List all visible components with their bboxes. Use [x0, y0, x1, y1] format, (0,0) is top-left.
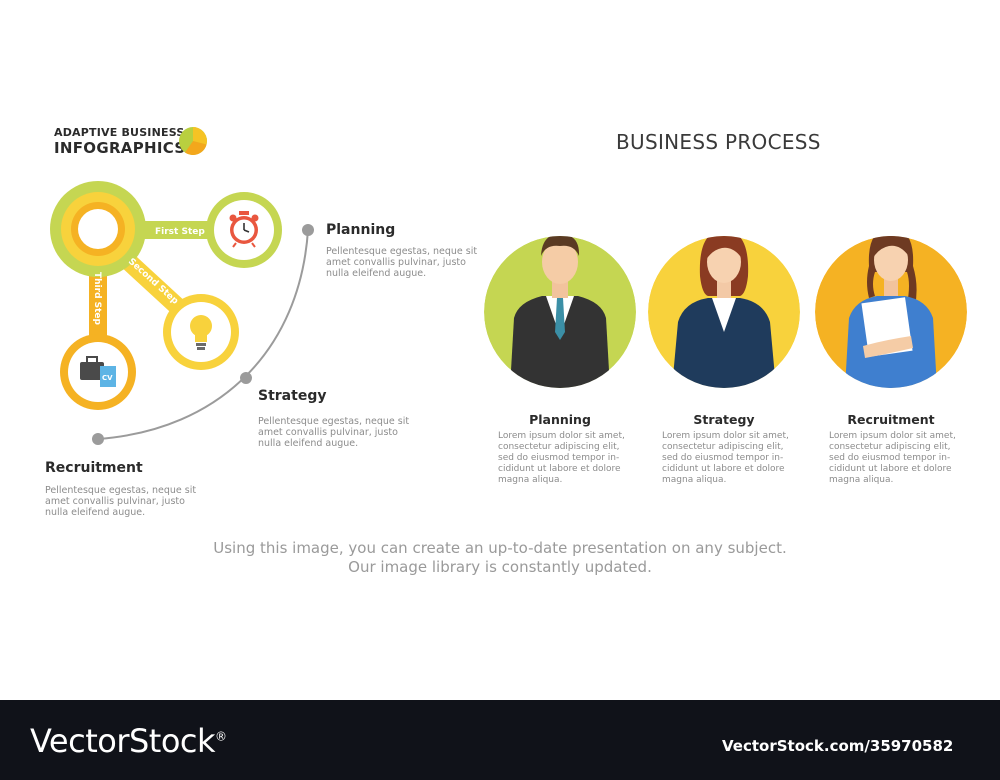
- person-desc-strategy: Lorem ipsum dolor sit amet, consectetur …: [662, 431, 789, 485]
- caption-text: Using this image, you can create an up-t…: [213, 539, 787, 576]
- businesswoman-avatar: [648, 236, 800, 388]
- watermark-bar: [0, 700, 1000, 780]
- timeline-title-planning: Planning: [326, 222, 396, 238]
- timeline-title-recruitment: Recruitment: [45, 460, 143, 476]
- light-bulb-icon: [190, 315, 212, 350]
- central-node-core: [78, 209, 118, 249]
- watermark-registered: ®: [215, 729, 227, 744]
- person-title-planning: Planning: [529, 412, 591, 427]
- page-title: BUSINESS PROCESS: [616, 130, 821, 154]
- person-desc-recruitment: Lorem ipsum dolor sit amet, consectetur …: [829, 431, 956, 485]
- step-diagram: CV First Step Second Step Third Step: [50, 181, 314, 445]
- second-step-label: Second Step: [126, 257, 180, 307]
- timeline-dot-recruitment: [92, 433, 104, 445]
- timeline-desc-planning: Pellentesque egestas, neque sit amet con…: [326, 246, 478, 279]
- timeline-desc-recruitment: Pellentesque egestas, neque sit amet con…: [45, 485, 197, 518]
- svg-text:CV: CV: [102, 374, 113, 382]
- timeline-desc-strategy: Pellentesque egestas, neque sit amet con…: [258, 416, 410, 449]
- alarm-clock-icon: [229, 211, 259, 248]
- logo-line2: INFOGRAPHICS: [54, 139, 186, 157]
- briefcase-cv-icon: CV: [80, 356, 116, 387]
- logo-line1: ADAPTIVE BUSINESS: [54, 126, 185, 139]
- watermark-id: VectorStock.com/35970582: [722, 737, 954, 755]
- watermark-brand: VectorStock: [30, 722, 216, 760]
- person-desc-planning: Lorem ipsum dolor sit amet, consectetur …: [498, 431, 625, 485]
- third-step-label: Third Step: [92, 272, 102, 326]
- businessman-avatar: [484, 236, 636, 388]
- timeline-dot-strategy: [240, 372, 252, 384]
- woman-with-folder-avatar: [815, 236, 967, 388]
- timeline-title-strategy: Strategy: [258, 388, 327, 404]
- person-title-strategy: Strategy: [693, 412, 755, 427]
- timeline-dot-planning: [302, 224, 314, 236]
- logo-pie-icon: [179, 127, 207, 155]
- person-title-recruitment: Recruitment: [847, 412, 935, 427]
- first-step-label: First Step: [155, 227, 205, 237]
- watermark-logo: VectorStock®: [30, 722, 227, 760]
- logo: ADAPTIVE BUSINESS INFOGRAPHICS: [54, 126, 214, 160]
